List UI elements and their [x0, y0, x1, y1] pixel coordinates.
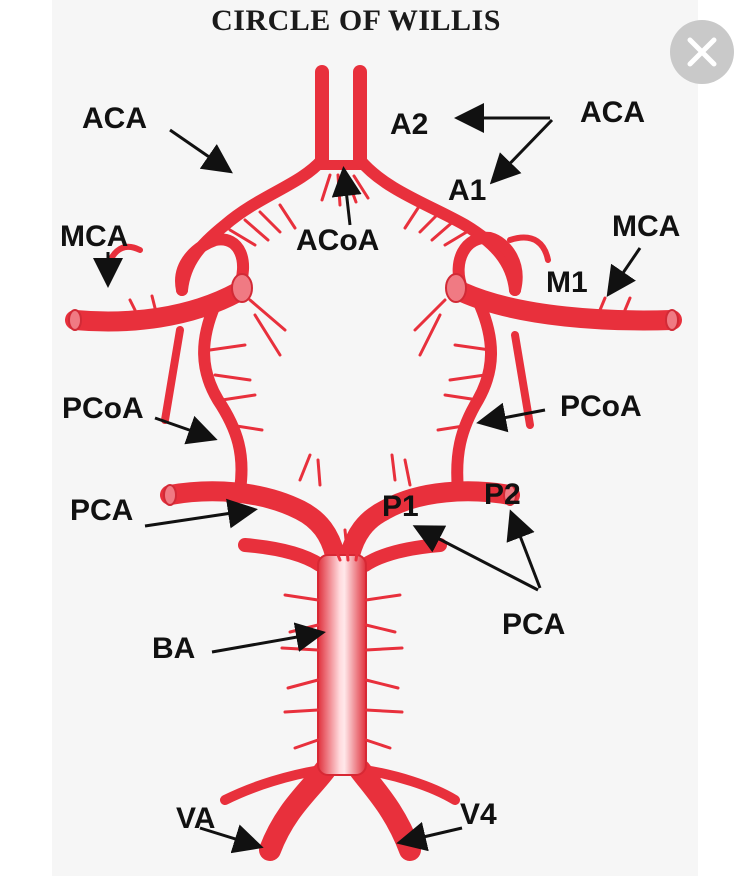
- label-a1: A1: [448, 174, 487, 207]
- label-mca-right: MCA: [612, 210, 681, 243]
- label-mca-left: MCA: [60, 220, 129, 253]
- label-pcoa-left: PCoA: [62, 392, 144, 425]
- pcoa-right-stub: [511, 331, 534, 429]
- label-va: VA: [176, 802, 216, 835]
- arrow-va: [199, 824, 264, 854]
- vessel-ends: [68, 273, 679, 506]
- arrow-pcoa-right: [476, 402, 546, 433]
- arrow-pcoa-left: [154, 415, 218, 445]
- pointer-arrows: [93, 103, 642, 854]
- diagram-panel: [52, 0, 698, 876]
- va-left-vessel: [259, 759, 336, 861]
- label-v4: V4: [460, 798, 497, 831]
- arrow-aca-left: [169, 128, 233, 174]
- label-pca-right: PCA: [502, 608, 566, 641]
- arrow-v4: [396, 821, 463, 852]
- sca-left: [238, 538, 327, 572]
- artery-network: [65, 65, 682, 861]
- label-acoa: ACoA: [296, 224, 380, 257]
- mca-loop-left: [175, 233, 250, 296]
- label-m1: M1: [546, 266, 588, 299]
- mca-left-trunk: [65, 282, 248, 332]
- arrow-mca-right: [606, 247, 642, 297]
- label-p1: P1: [382, 490, 419, 523]
- aica-left: [220, 765, 325, 805]
- arrow-a1: [489, 118, 554, 185]
- label-aca-right: ACA: [580, 96, 645, 129]
- label-pcoa-right: PCoA: [560, 390, 642, 423]
- label-p2: P2: [484, 478, 521, 511]
- basilar-artery-vessel: [317, 554, 367, 776]
- a1-right-vessel: [354, 154, 521, 296]
- arrow-pca-p2: [506, 509, 542, 589]
- sca-right: [358, 538, 447, 572]
- arrow-pca-p1: [412, 525, 539, 592]
- pcoa-left-stub: [161, 326, 184, 424]
- mca-loop-right: [452, 231, 523, 296]
- mca-right-branch: [507, 234, 551, 263]
- mca-right-trunk: [452, 282, 682, 331]
- pca-left-vessel: [160, 481, 345, 565]
- perforator-branches: [128, 173, 632, 750]
- pcoa-left-vessel: [198, 299, 248, 496]
- close-button[interactable]: [670, 20, 734, 84]
- label-a2: A2: [390, 108, 429, 141]
- close-icon: [687, 37, 717, 67]
- label-pca-left: PCA: [70, 494, 134, 527]
- pca-right-vessel: [340, 481, 520, 565]
- arrow-acoa: [331, 166, 362, 226]
- label-ba: BA: [152, 632, 196, 665]
- arrow-ba: [211, 622, 326, 654]
- arrow-pca-left: [144, 498, 258, 529]
- diagram-title: CIRCLE OF WILLIS: [211, 4, 501, 37]
- label-aca-left: ACA: [82, 102, 147, 135]
- aica-right: [360, 765, 460, 805]
